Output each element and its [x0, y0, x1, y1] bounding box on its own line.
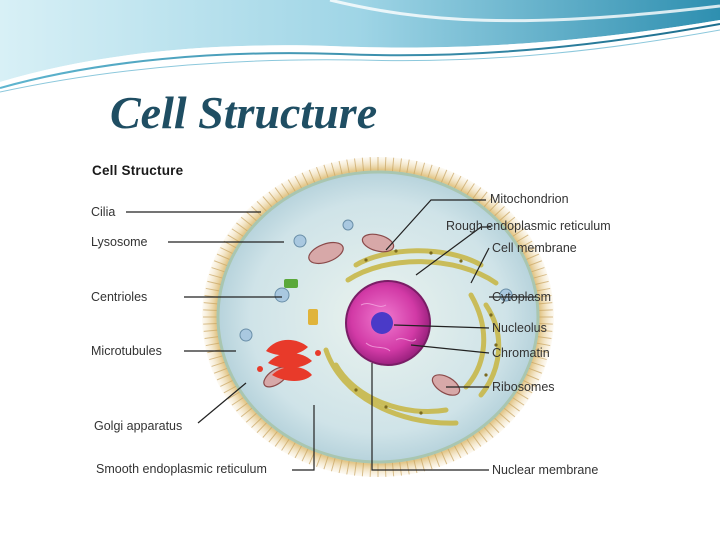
chromatin [360, 303, 417, 352]
golgi-apparatus [257, 339, 321, 381]
label-ribosomes: Ribosomes [492, 380, 555, 394]
cell-diagram: Cell Structure Cilia Lysosome Centrioles… [86, 155, 646, 485]
label-microtubules: Microtubules [91, 344, 162, 358]
label-cytoplasm: Cytoplasm [492, 290, 552, 304]
cilia-hairs [203, 157, 553, 477]
leader-lines [126, 199, 536, 471]
label-cell-membrane: Cell membrane [492, 241, 577, 255]
rough-er [323, 248, 502, 426]
mitochondria [263, 233, 461, 396]
label-rough-er: Rough endoplasmic reticulum [446, 219, 611, 233]
lysosomes [239, 219, 513, 342]
nucleolus [371, 312, 393, 334]
centrioles [284, 279, 318, 325]
cell-illustration [126, 157, 554, 477]
label-cilia: Cilia [91, 205, 116, 219]
label-mitochondrion: Mitochondrion [490, 192, 569, 206]
label-golgi-apparatus: Golgi apparatus [94, 419, 183, 433]
diagram-heading: Cell Structure [92, 163, 184, 178]
ribosomes [354, 249, 498, 415]
slide-title: Cell Structure [110, 87, 378, 138]
label-chromatin: Chromatin [492, 346, 550, 360]
nucleus [345, 280, 431, 366]
label-lysosome: Lysosome [91, 235, 148, 249]
label-nucleolus: Nucleolus [492, 321, 547, 335]
label-centrioles: Centrioles [91, 290, 148, 304]
header-wave-decoration [0, 0, 720, 93]
label-nuclear-membrane: Nuclear membrane [492, 463, 599, 477]
label-smooth-er: Smooth endoplasmic reticulum [96, 462, 267, 476]
